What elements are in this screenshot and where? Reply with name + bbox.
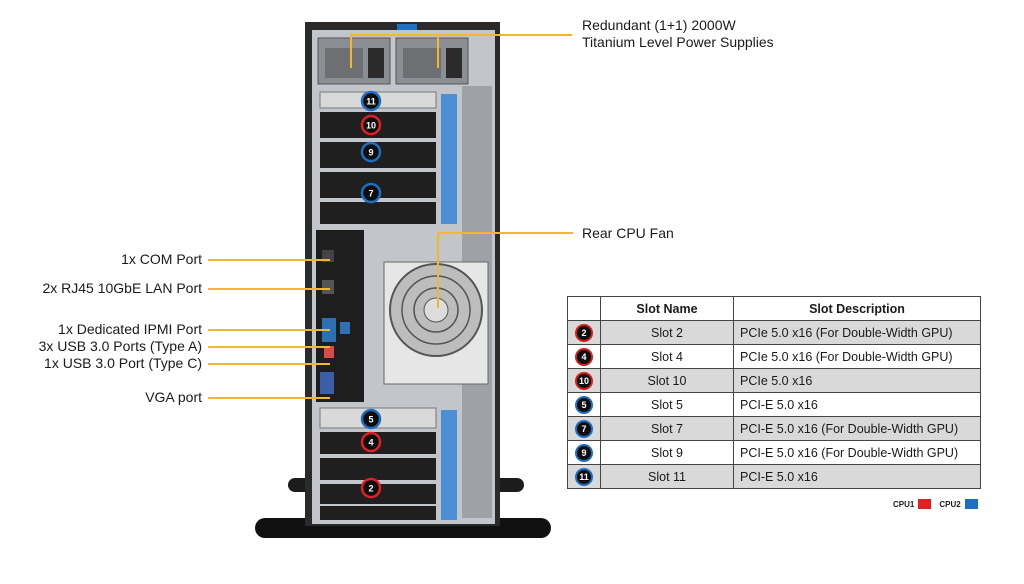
ipmi-port-callout: 1x Dedicated IPMI Port xyxy=(58,321,202,337)
ipmi-leader xyxy=(208,329,330,331)
slot-badge-cell: 4 xyxy=(567,344,601,369)
usb-c-leader xyxy=(208,363,330,365)
slot-number-badge: 7 xyxy=(575,419,593,438)
vga-port-callout: VGA port xyxy=(145,389,202,405)
slot-badge-cell: 5 xyxy=(567,392,601,417)
server-slot-badge: 11 xyxy=(360,90,382,112)
cpu2-legend-label: CPU2 xyxy=(939,499,961,509)
slot-description-cell: PCI-E 5.0 x16 (For Double-Width GPU) xyxy=(733,440,981,465)
server-slot-badge-label: 2 xyxy=(368,484,373,494)
cpu-legend: CPU1 CPU2 xyxy=(893,499,978,509)
server-slot-badge-label: 5 xyxy=(368,415,373,425)
server-badges: 11 10 9 7 5 4 2 xyxy=(360,90,382,499)
slot-name-cell: Slot 9 xyxy=(600,440,734,465)
chassis-top-label xyxy=(397,24,417,30)
slot-number-badge: 10 xyxy=(575,371,593,390)
slot-description-cell: PCIe 5.0 x16 xyxy=(733,368,981,393)
com-leader xyxy=(208,259,330,261)
slot-badge-cell: 2 xyxy=(567,320,601,345)
slot-badge-cell: 11 xyxy=(567,464,601,489)
slot-table-header: Slot Name Slot Description xyxy=(567,296,981,321)
io-panel xyxy=(316,230,364,402)
slot-description-cell: PCI-E 5.0 x16 (For Double-Width GPU) xyxy=(733,416,981,441)
psu-callout-line1: Redundant (1+1) 2000W xyxy=(582,17,736,33)
lan-port-callout: 2x RJ45 10GbE LAN Port xyxy=(42,280,202,296)
slot-description-cell: PCI-E 5.0 x16 xyxy=(733,392,981,417)
lan-leader xyxy=(208,288,330,290)
slot-name-cell: Slot 7 xyxy=(600,416,734,441)
rear-fan-callout: Rear CPU Fan xyxy=(582,225,674,241)
server-slot-badge: 7 xyxy=(360,182,382,204)
slot-description-cell: PCIe 5.0 x16 (For Double-Width GPU) xyxy=(733,344,981,369)
slot-description-cell: PCIe 5.0 x16 (For Double-Width GPU) xyxy=(733,320,981,345)
usb-a-callout: 3x USB 3.0 Ports (Type A) xyxy=(38,338,202,354)
cpu1-legend-label: CPU1 xyxy=(893,499,915,509)
server-slot-badge-label: 7 xyxy=(368,189,373,199)
psu-leader-h xyxy=(350,34,572,36)
slot-number-badge: 4 xyxy=(575,347,593,366)
header-badge-col xyxy=(567,296,601,321)
server-slot-badge-label: 10 xyxy=(366,121,376,131)
server-slot-badge: 10 xyxy=(360,114,382,136)
server-slot-badge-label: 9 xyxy=(368,148,373,158)
server-slot-badge-label: 11 xyxy=(366,97,376,107)
fan-leader-v xyxy=(437,232,439,308)
slot-description-cell: PCI-E 5.0 x16 xyxy=(733,464,981,489)
header-slot-name: Slot Name xyxy=(600,296,734,321)
slot-name-cell: Slot 11 xyxy=(600,464,734,489)
slot-number-badge: 11 xyxy=(575,467,593,486)
rear-cpu-fan xyxy=(383,261,489,385)
psu-leader-v1 xyxy=(350,34,352,68)
header-slot-description: Slot Description xyxy=(733,296,981,321)
fan-leader-h xyxy=(437,232,573,234)
usb-c-callout: 1x USB 3.0 Port (Type C) xyxy=(44,355,202,371)
slot-number-badge: 5 xyxy=(575,395,593,414)
cpu1-swatch xyxy=(918,499,932,509)
slot-name-cell: Slot 5 xyxy=(600,392,734,417)
vga-leader xyxy=(208,397,330,399)
cpu2-swatch xyxy=(964,499,978,509)
slot-number-badge: 9 xyxy=(575,443,593,462)
psu-2 xyxy=(395,37,469,85)
psu-callout: Redundant (1+1) 2000W Titanium Level Pow… xyxy=(582,17,774,51)
server-slot-badge: 9 xyxy=(360,141,382,163)
slot-badge-cell: 7 xyxy=(567,416,601,441)
slot-number-badge: 2 xyxy=(575,323,593,342)
server-slot-badge-label: 4 xyxy=(368,438,373,448)
server-slot-badge: 4 xyxy=(360,431,382,453)
psu-leader-v2 xyxy=(437,34,439,68)
usb-a-leader xyxy=(208,346,330,348)
slot-name-cell: Slot 2 xyxy=(600,320,734,345)
slot-badge-cell: 10 xyxy=(567,368,601,393)
psu-1 xyxy=(317,37,391,85)
slot-badge-cell: 9 xyxy=(567,440,601,465)
server-slot-badge: 5 xyxy=(360,408,382,430)
slot-name-cell: Slot 10 xyxy=(600,368,734,393)
slot-name-cell: Slot 4 xyxy=(600,344,734,369)
server-slot-badge: 2 xyxy=(360,477,382,499)
com-port-callout: 1x COM Port xyxy=(121,251,202,267)
psu-callout-line2: Titanium Level Power Supplies xyxy=(582,34,774,50)
